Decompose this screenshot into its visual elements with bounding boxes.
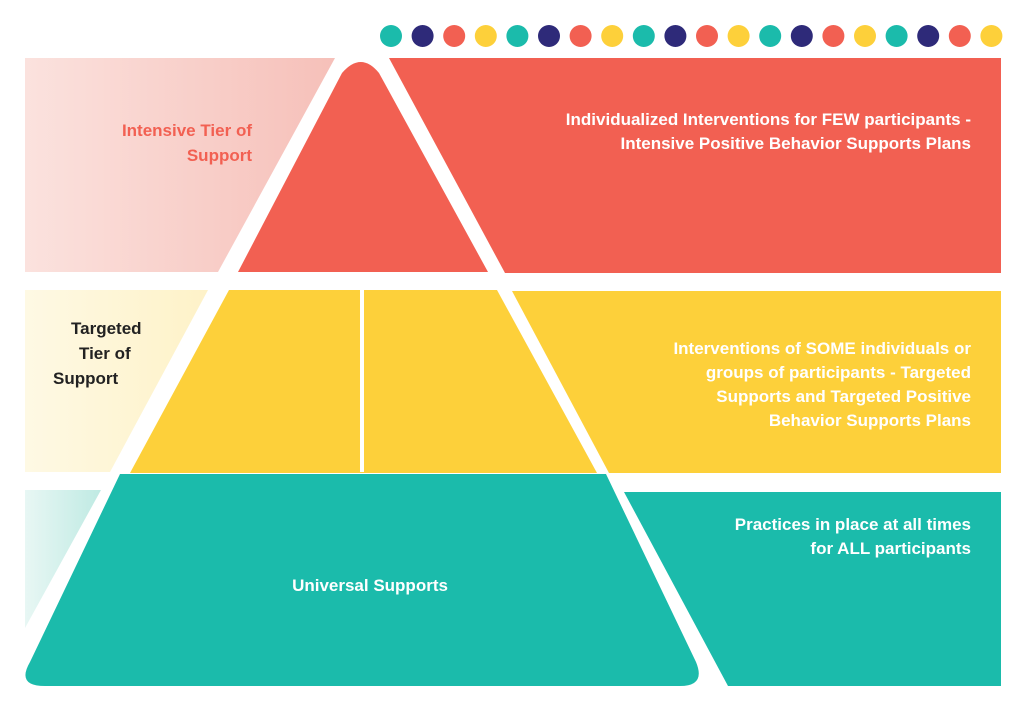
intensive-label-band	[25, 58, 335, 272]
targeted-description-line-2: groups of participants - Targeted	[705, 363, 971, 382]
decorative-dot-teal	[885, 25, 908, 47]
targeted-description: Interventions of SOME individuals or gro…	[551, 337, 971, 433]
targeted-description-line-3: Supports and Targeted Positive	[716, 387, 971, 406]
decorative-dot-red	[569, 25, 592, 47]
targeted-description-line-4: Behavior Supports Plans	[768, 411, 971, 430]
intensive-description-band	[389, 58, 1001, 273]
intensive-tier-label: Intensive Tier of Support	[80, 118, 252, 168]
targeted-description-band	[512, 291, 1001, 473]
decorative-dot-yellow	[854, 25, 876, 47]
universal-description-line-2: for ALL participants	[810, 539, 971, 558]
decorative-dot-yellow	[474, 25, 497, 47]
intensive-description: Individualized Interventions for FEW par…	[451, 108, 971, 156]
decorative-dots	[380, 25, 1003, 47]
intensive-label-line-1: Intensive Tier of	[121, 121, 252, 140]
intensive-description-line-2: Intensive Positive Behavior Supports Pla…	[620, 134, 972, 153]
decorative-dot-navy	[664, 25, 687, 47]
pyramid-tier-intensive	[238, 62, 488, 272]
intensive-label-line-2: Support	[186, 146, 252, 165]
universal-label-band	[25, 490, 101, 628]
targeted-label-line-1: Targeted	[71, 319, 142, 338]
universal-description: Practices in place at all times for ALL …	[631, 513, 971, 561]
decorative-dot-yellow	[727, 25, 750, 47]
pyramid-tier-universal	[25, 474, 699, 686]
intensive-description-line-1: Individualized Interventions for FEW par…	[565, 110, 971, 129]
decorative-dot-navy	[538, 25, 560, 47]
decorative-dot-yellow	[601, 25, 624, 47]
targeted-tier-label: Targeted Tier of Support	[45, 316, 175, 391]
decorative-dot-teal	[632, 25, 655, 47]
targeted-label-band	[25, 290, 208, 472]
universal-description-band	[624, 492, 1001, 686]
decorative-dot-teal	[759, 25, 782, 47]
universal-description-line-1: Practices in place at all times	[734, 515, 971, 534]
decorative-dot-teal	[380, 25, 402, 47]
decorative-dot-navy	[917, 25, 940, 47]
decorative-dot-red	[822, 25, 845, 47]
targeted-description-line-1: Interventions of SOME individuals or	[673, 339, 971, 358]
decorative-dot-yellow	[980, 25, 1003, 47]
decorative-dot-red	[696, 25, 718, 47]
decorative-dot-teal	[506, 25, 529, 47]
decorative-dot-red	[948, 25, 971, 47]
decorative-dot-navy	[790, 25, 813, 47]
decorative-dot-navy	[411, 25, 434, 47]
decorative-dot-red	[443, 25, 466, 47]
targeted-label-line-3: Support	[53, 369, 119, 388]
universal-tier-label: Universal Supports	[292, 576, 448, 595]
targeted-label-line-2: Tier of	[79, 344, 131, 363]
